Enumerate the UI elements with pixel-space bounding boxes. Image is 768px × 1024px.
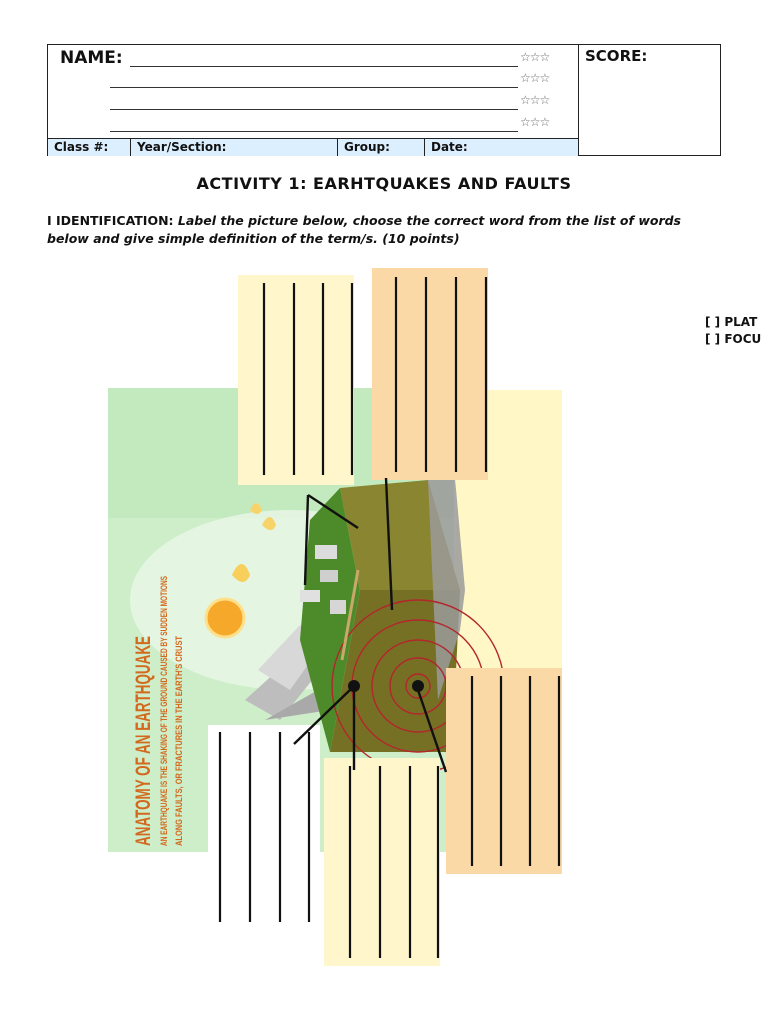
fire-icon — [250, 503, 262, 514]
name-line-4[interactable] — [110, 131, 518, 132]
name-area: NAME: ☆☆☆ ☆☆☆ ☆☆☆ ☆☆☆ — [48, 45, 578, 138]
score-label: SCORE: — [585, 47, 648, 65]
instructions-lead: I IDENTIFICATION: — [47, 213, 174, 228]
poster-text: ANATOMY OF AN EARTHQUAKE AN EARTHQUAKE I… — [132, 576, 184, 846]
star-rating-icon: ☆☆☆ — [520, 115, 550, 129]
rock-shard — [265, 690, 330, 720]
choice-item[interactable]: [ ] FOCU — [705, 332, 762, 346]
star-rating-icon: ☆☆☆ — [520, 50, 550, 64]
house-icon — [330, 600, 346, 614]
name-label: NAME: — [60, 48, 123, 68]
house-icon — [315, 545, 337, 559]
fault-line — [340, 569, 360, 661]
label-box-5[interactable] — [208, 725, 320, 925]
label-box-4[interactable] — [324, 758, 440, 966]
label-box-3[interactable] — [446, 668, 562, 874]
class-number-field[interactable]: Class #: — [48, 139, 131, 156]
pointer-lines — [293, 477, 448, 773]
epicenter-point — [412, 680, 424, 692]
activity-title: ACTIVITY 1: EARHTQUAKES AND FAULTS — [196, 174, 572, 193]
word-choices: [ ] PLAT [ ] FOCU — [705, 314, 761, 348]
star-rating-icon: ☆☆☆ — [520, 71, 550, 85]
house-icon — [300, 590, 320, 602]
poster-line-1: AN EARTHQUAKE IS THE SHAKING OF THE GROU… — [159, 576, 169, 846]
house-icon — [320, 570, 338, 582]
name-line-3[interactable] — [110, 109, 518, 110]
poster-title: ANATOMY OF AN EARTHQUAKE — [132, 636, 155, 846]
writing-lines — [218, 277, 561, 958]
year-section-field[interactable]: Year/Section: — [131, 139, 338, 156]
name-line-1[interactable] — [130, 66, 518, 67]
class-info-row: Class #: Year/Section: Group: Date: — [48, 138, 578, 156]
earthquake-figure: ANATOMY OF AN EARTHQUAKE AN EARTHQUAKE I… — [108, 268, 562, 966]
date-field[interactable]: Date: — [431, 140, 468, 154]
instructions-body: Label the picture below, choose the corr… — [47, 213, 682, 246]
group-field[interactable]: Group: — [338, 139, 425, 156]
fire-icon — [262, 517, 276, 530]
score-box[interactable]: SCORE: — [578, 45, 721, 155]
name-line-2[interactable] — [110, 87, 518, 88]
poster-line-2: ALONG FAULTS, OR FRACTURES IN THE EARTH'… — [174, 636, 184, 846]
sun-icon — [206, 599, 244, 637]
fire-icon — [232, 564, 250, 582]
choice-item[interactable]: [ ] PLAT — [705, 315, 758, 329]
star-rating-icon: ☆☆☆ — [520, 93, 550, 107]
label-box-1[interactable] — [238, 275, 354, 485]
instructions: I IDENTIFICATION: Label the picture belo… — [47, 212, 727, 248]
student-info-header: NAME: ☆☆☆ ☆☆☆ ☆☆☆ ☆☆☆ Class #: Year/Sect… — [47, 44, 721, 156]
label-box-2[interactable] — [372, 268, 488, 480]
